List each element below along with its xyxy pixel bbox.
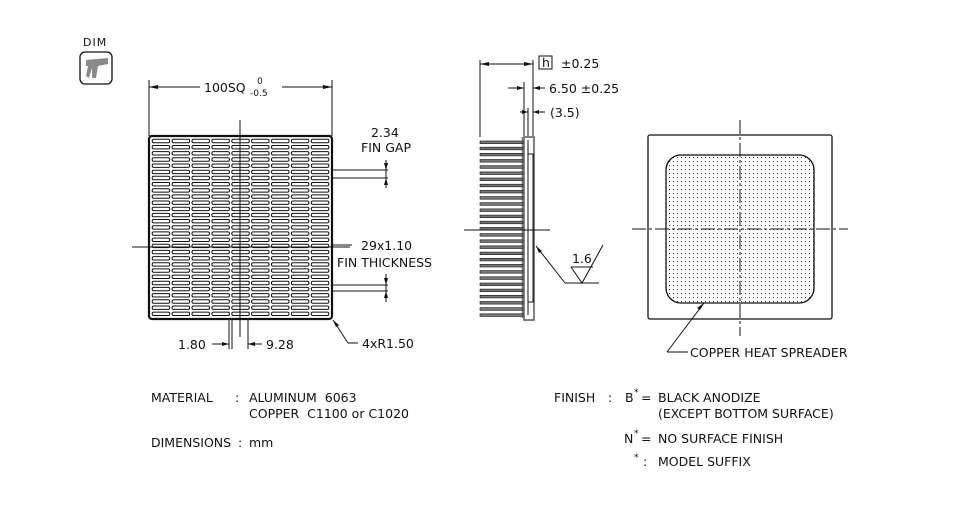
fin-grid xyxy=(151,138,330,317)
finish-label: FINISH xyxy=(554,390,595,405)
width-tol-upper: 0 xyxy=(257,77,263,87)
svg-text:=: = xyxy=(641,390,651,405)
finish-code-b: B xyxy=(625,390,634,405)
fin-gap-label: FIN GAP xyxy=(361,140,411,155)
finish-b-sub: (EXCEPT BOTTOM SURFACE) xyxy=(658,406,834,421)
svg-text:=: = xyxy=(641,431,651,446)
spreader-thickness: (3.5) xyxy=(550,105,580,120)
material-line-2: COPPER C1100 or C1020 xyxy=(249,406,409,421)
height-symbol: h xyxy=(542,55,550,70)
corner-radius: 4xR1.50 xyxy=(362,336,414,351)
height-tol: ±0.25 xyxy=(561,56,599,71)
dim-badge: DIM xyxy=(79,36,113,85)
pin-width: 1.80 xyxy=(178,337,206,352)
dimensions-value: mm xyxy=(249,435,273,450)
fin-thickness-label: FIN THICKNESS xyxy=(337,255,432,270)
fin-gap-value: 2.34 xyxy=(371,125,399,140)
width-dimension: 100SQ xyxy=(204,80,246,95)
dimensions-label: DIMENSIONS xyxy=(151,435,231,450)
width-tol-lower: -0.5 xyxy=(250,89,268,99)
svg-text::: : xyxy=(238,435,242,450)
top-view: 100SQ 0 -0.5 2.34 FIN GAP 29x1.10 FIN TH… xyxy=(132,77,432,352)
dim-label: DIM xyxy=(83,36,107,49)
bottom-view: COPPER HEAT SPREADER xyxy=(632,120,848,360)
base-thickness: 6.50 ±0.25 xyxy=(549,81,619,96)
finish-notes: FINISH : B * = BLACK ANODIZE (EXCEPT BOT… xyxy=(554,388,834,469)
side-fins xyxy=(479,140,524,317)
svg-text:*: * xyxy=(634,388,639,398)
spreader-label: COPPER HEAT SPREADER xyxy=(690,345,848,360)
svg-text::: : xyxy=(235,390,239,405)
finish-code-n: N xyxy=(624,431,633,446)
fin-thickness-value: 29x1.10 xyxy=(361,238,412,253)
svg-text::: : xyxy=(643,454,647,469)
side-view: h ±0.25 6.50 ±0.25 (3.5) 1.6 xyxy=(464,55,619,321)
svg-text:*: * xyxy=(634,453,639,463)
height-symbol-box xyxy=(538,55,553,70)
surface-roughness: 1.6 xyxy=(572,251,592,266)
model-suffix-text: MODEL SUFFIX xyxy=(658,454,751,469)
material-notes: MATERIAL : ALUMINUM 6063 COPPER C1100 or… xyxy=(151,390,409,450)
svg-text::: : xyxy=(608,390,612,405)
svg-text:*: * xyxy=(634,429,639,439)
finish-b-text: BLACK ANODIZE xyxy=(658,390,761,405)
material-label: MATERIAL xyxy=(151,390,213,405)
finish-n-text: NO SURFACE FINISH xyxy=(658,431,783,446)
material-line-1: ALUMINUM 6063 xyxy=(249,390,357,405)
pitch: 9.28 xyxy=(266,337,294,352)
